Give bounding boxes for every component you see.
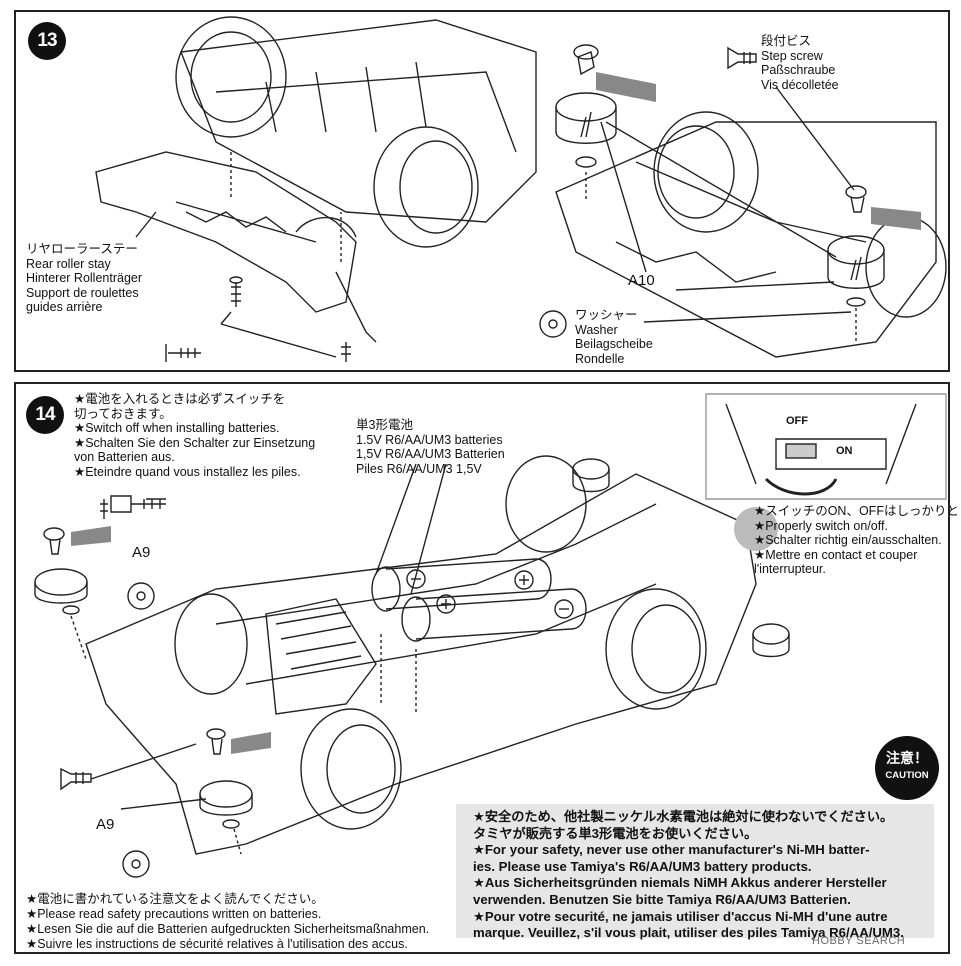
switch-tips: ★スイッチのON、OFFはしっかりと！ ★Properly switch on/… bbox=[754, 504, 961, 577]
batteries-label: 単3形電池 1.5V R6/AA/UM3 batteries 1,5V R6/A… bbox=[356, 418, 505, 476]
switch-note-jp-1: ★電池を入れるときは必ずスイッチを bbox=[74, 392, 286, 406]
caution-line-3: ★For your safety, never use other manufa… bbox=[473, 842, 870, 858]
step-screw-label: 段付ビス Step screw Paßschraube Vis décollet… bbox=[761, 34, 839, 92]
step-screw-de: Paßschraube bbox=[761, 63, 836, 77]
battery-notes: ★電池に書かれている注意文をよく読んでください。 ★Please read sa… bbox=[26, 892, 429, 952]
rear-roller-stay-jp: リヤローラーステー bbox=[26, 242, 138, 256]
step-screw-en: Step screw bbox=[761, 48, 823, 63]
caution-text: ★安全のため、他社製ニッケル水素電池は絶対に使わないでください。 タミヤが販売す… bbox=[473, 809, 938, 942]
batteries-fr: Piles R6/AA/UM3 1,5V bbox=[356, 461, 482, 476]
batteries-en: 1.5V R6/AA/UM3 batteries bbox=[356, 432, 503, 447]
washer-fr: Rondelle bbox=[575, 351, 625, 366]
caution-line-6: verwenden. Benutzen Sie bitte Tamiya R6/… bbox=[473, 891, 851, 907]
switch-note: ★電池を入れるときは必ずスイッチを 切っておきます。 ★Switch off w… bbox=[74, 392, 315, 479]
switch-tips-fr-1: ★Mettre en contact et couper bbox=[754, 547, 918, 562]
step-screw-jp: 段付ビス bbox=[761, 34, 812, 48]
caution-line-4: ies. Please use Tamiya's R6/AA/UM3 batte… bbox=[473, 858, 812, 874]
caution-line-1: ★安全のため、他社製ニッケル水素電池は絶対に使わないでください。 bbox=[473, 809, 894, 824]
switch-on-label: ON bbox=[836, 445, 853, 457]
caution-badge-jp: 注意！ bbox=[886, 750, 928, 766]
watermark: HOBBY SEARCH bbox=[812, 935, 906, 947]
part-a9-bottom-label: A9 bbox=[96, 816, 115, 833]
washer-de: Beilagscheibe bbox=[575, 337, 653, 351]
rear-roller-stay-fr-1: Support de roulettes bbox=[26, 285, 139, 300]
step-13-illustration bbox=[95, 16, 947, 362]
rear-roller-stay-fr-2: guides arrière bbox=[26, 300, 103, 314]
part-a9-top-label: A9 bbox=[132, 544, 151, 561]
step-13-number: 13 bbox=[28, 22, 66, 60]
step-14-number: 14 bbox=[26, 396, 64, 434]
switch-note-fr: ★Eteindre quand vous installez les piles… bbox=[74, 464, 301, 479]
battery-notes-fr: ★Suivre les instructions de sécurité rel… bbox=[26, 937, 408, 951]
switch-tips-fr-2: l'interrupteur. bbox=[754, 562, 826, 576]
switch-tips-jp: ★スイッチのON、OFFはしっかりと！ bbox=[754, 504, 961, 518]
switch-note-de-2: von Batterien aus. bbox=[74, 450, 175, 464]
step-13-panel: 13 bbox=[14, 10, 950, 372]
caution-badge-en: CAUTION bbox=[885, 770, 929, 781]
step-14-illustration bbox=[34, 393, 947, 878]
rear-roller-stay-en: Rear roller stay bbox=[26, 256, 111, 271]
washer-en: Washer bbox=[575, 322, 618, 337]
switch-note-de-1: ★Schalten Sie den Schalter zur Einsetzun… bbox=[74, 435, 316, 450]
switch-tips-en: ★Properly switch on/off. bbox=[754, 518, 888, 533]
caution-line-7: ★Pour votre securité, ne jamais utiliser… bbox=[473, 908, 888, 924]
caution-line-8: marque. Veuillez, s'il vous plait, utili… bbox=[473, 925, 904, 941]
switch-off-label: OFF bbox=[786, 415, 808, 427]
rear-roller-stay-label: リヤローラーステー Rear roller stay Hinterer Roll… bbox=[26, 242, 142, 315]
part-a10-label: A10 bbox=[628, 272, 655, 289]
caution-badge: 注意！ CAUTION bbox=[875, 736, 939, 800]
switch-note-en: ★Switch off when installing batteries. bbox=[74, 421, 280, 435]
caution-box bbox=[456, 804, 934, 938]
battery-notes-de: ★Lesen Sie die auf die Batterien aufgedr… bbox=[26, 922, 430, 936]
caution-line-5: ★Aus Sicherheitsgründen niemals NiMH Akk… bbox=[473, 875, 887, 891]
washer-label: ワッシャー Washer Beilagscheibe Rondelle bbox=[575, 308, 653, 366]
rear-roller-stay-de: Hinterer Rollenträger bbox=[26, 271, 143, 285]
battery-notes-en: ★Please read safety precautions written … bbox=[26, 907, 322, 921]
step-14-panel: 14 bbox=[14, 382, 961, 954]
batteries-de: 1,5V R6/AA/UM3 Batterien bbox=[356, 447, 505, 461]
step-screw-fr: Vis décolletée bbox=[761, 77, 839, 92]
batteries-jp: 単3形電池 bbox=[356, 418, 413, 432]
switch-tips-de: ★Schalter richtig ein/ausschalten. bbox=[754, 533, 942, 547]
battery-notes-jp: ★電池に書かれている注意文をよく読んでください。 bbox=[26, 892, 324, 906]
washer-jp: ワッシャー bbox=[575, 308, 638, 322]
caution-line-2: タミヤが販売する単3形電池をお使いください。 bbox=[473, 825, 758, 841]
switch-note-jp-2: 切っておきます。 bbox=[74, 406, 172, 421]
